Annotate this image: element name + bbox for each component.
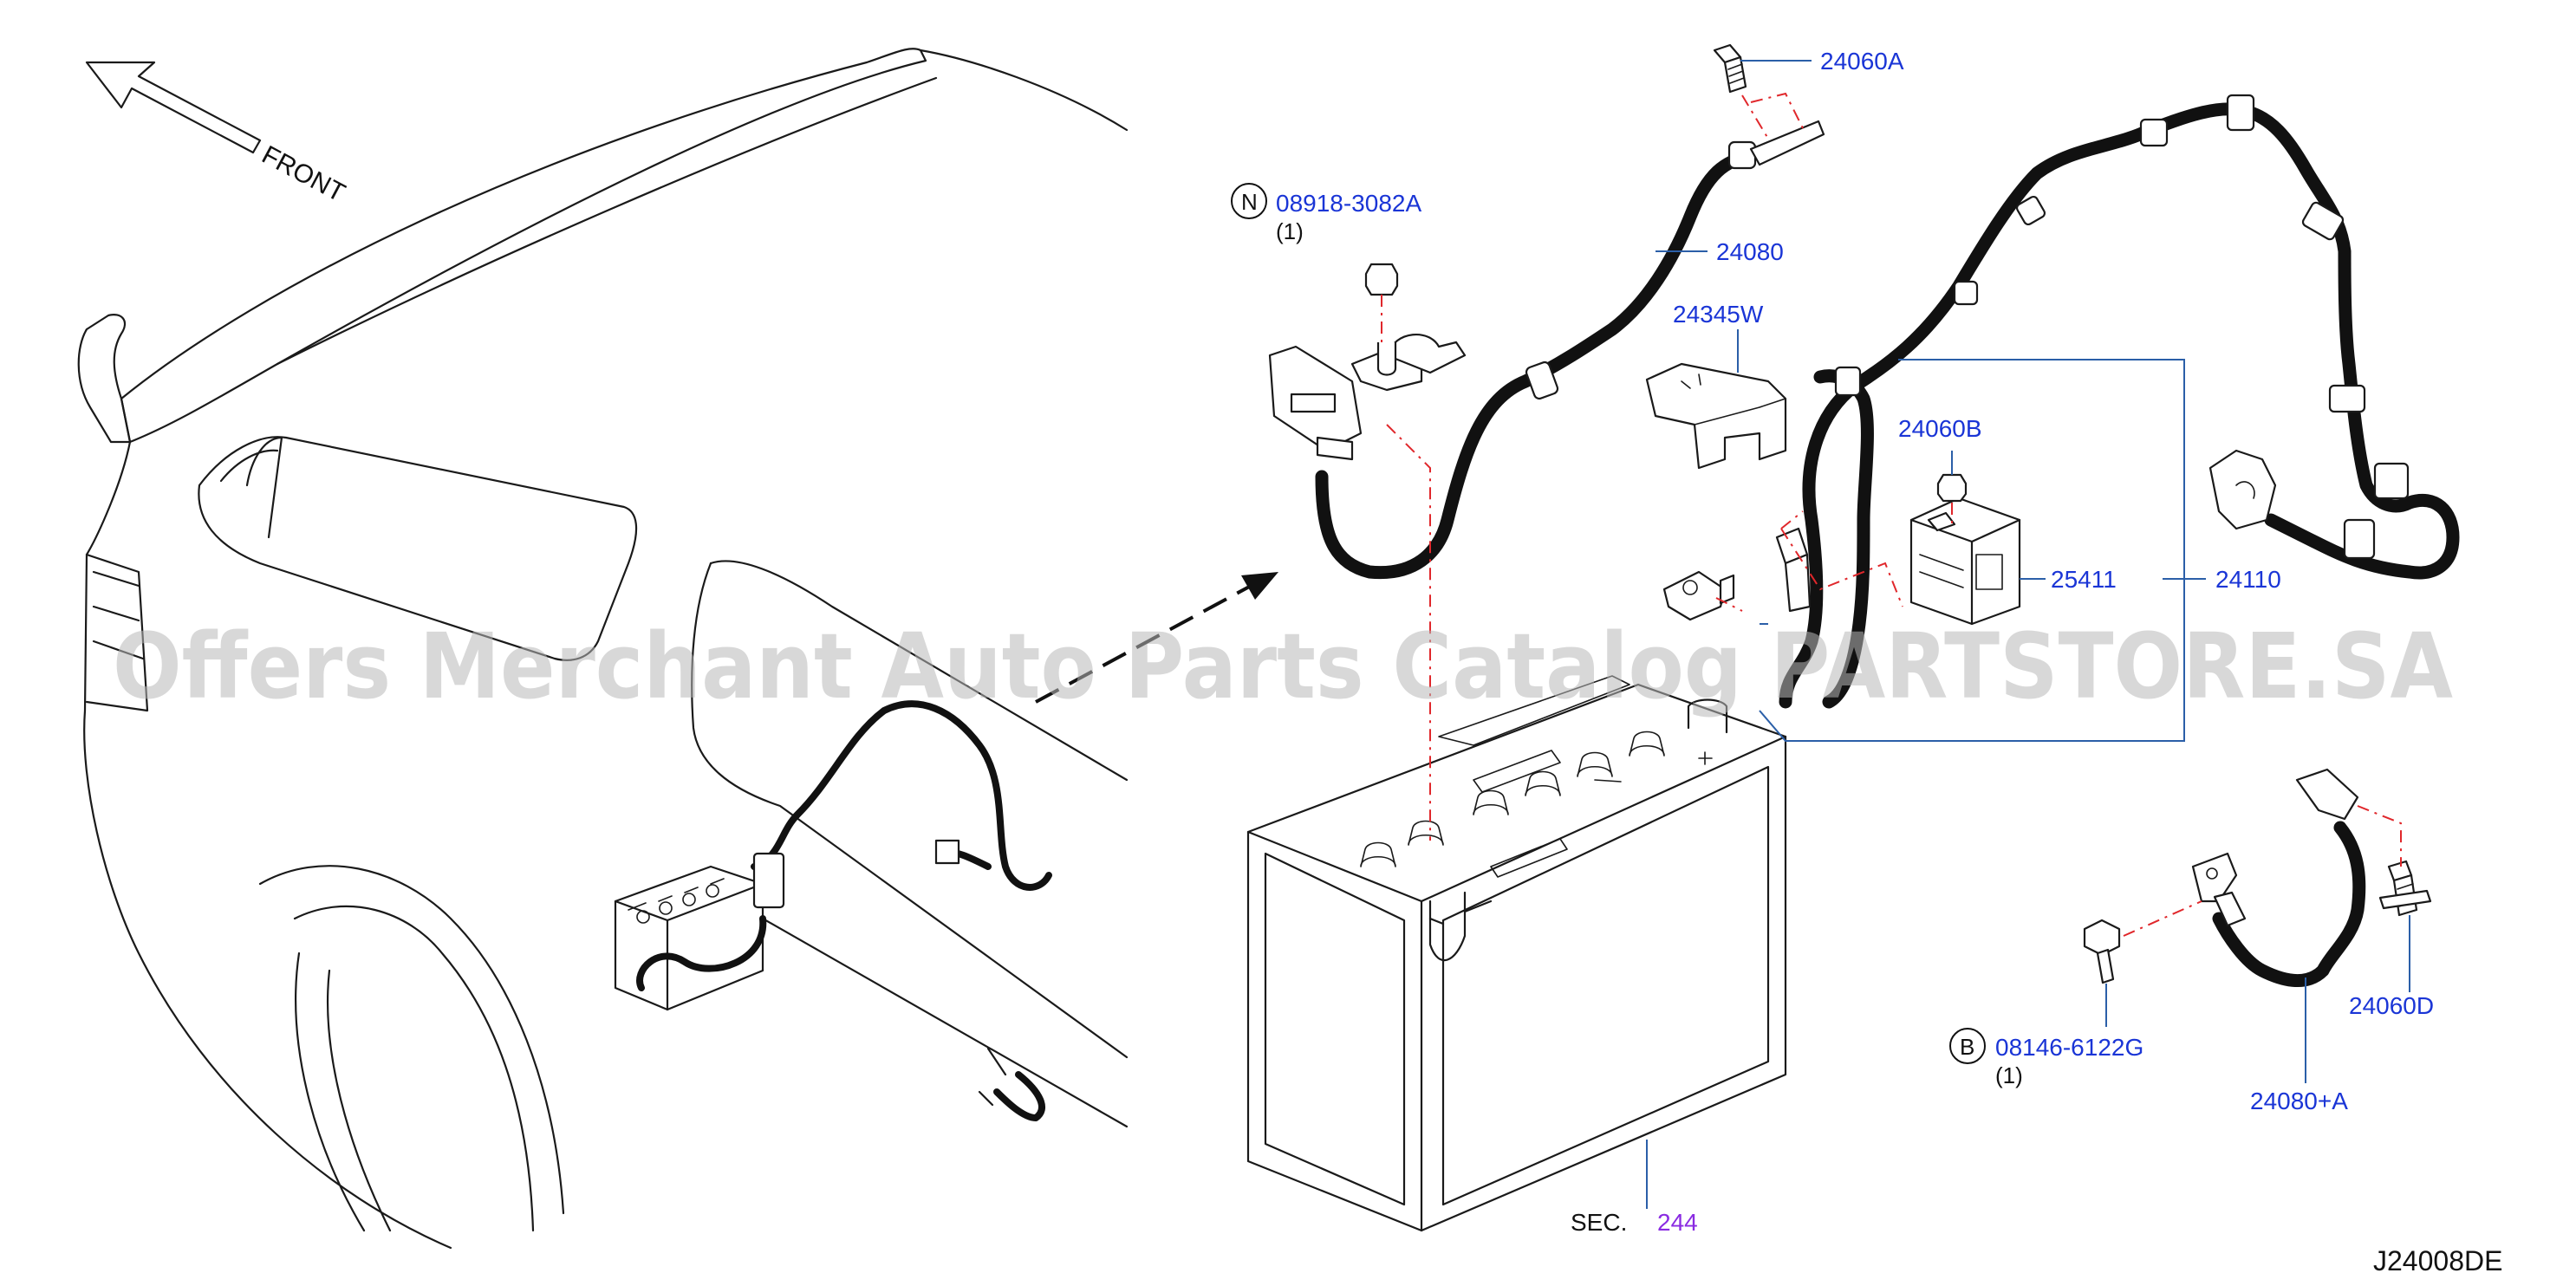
callout-08146-6122g[interactable]: 08146-6122G: [1995, 1034, 2143, 1061]
bolt-08146-6122g: [2083, 919, 2121, 984]
part-24110-cable: [1775, 94, 2460, 709]
vehicle-outline: [77, 48, 1129, 1250]
callout-24060b[interactable]: 24060B: [1898, 415, 1982, 442]
part-24080-cable: [1268, 120, 1825, 580]
part-24345w-cover: [1645, 362, 1787, 470]
bolt-24060a: [1713, 43, 1747, 94]
part-25411-fuse-block: [1909, 497, 2021, 626]
callout-24060a[interactable]: 24060A: [1820, 48, 1904, 75]
reference-marker-n-label: N: [1241, 189, 1258, 215]
diagram-code: J24008DE: [2373, 1245, 2502, 1276]
battery-terminal-clamp: [1662, 570, 1735, 621]
front-label: FRONT: [257, 140, 350, 208]
leader-lines: [1646, 60, 2410, 1209]
reference-marker-b-label: B: [1960, 1034, 1974, 1060]
callout-24080a[interactable]: 24080+A: [2250, 1088, 2348, 1114]
reference-marker-n: [1231, 183, 1267, 219]
callout-25411[interactable]: 25411: [2051, 566, 2117, 593]
watermark-text: Offers Merchant Auto Parts Catalog PARTS…: [113, 614, 2453, 719]
callout-labels: 24060A N 08918-3082A (1) 24080 24345W 24…: [1231, 48, 2502, 1276]
callout-24060d[interactable]: 24060D: [2349, 992, 2434, 1019]
section-ref-number[interactable]: 244: [1657, 1209, 1698, 1236]
detail-pointer-arrow: [1035, 572, 1278, 704]
reference-marker-b: [1949, 1028, 1986, 1064]
battery-illustration: [1246, 675, 1787, 1232]
nut-08918-3082a: [1364, 263, 1399, 296]
callout-08146-6122g-qty: (1): [1995, 1062, 2023, 1088]
callout-24345w[interactable]: 24345W: [1673, 301, 1764, 328]
callout-08918-3082a[interactable]: 08918-3082A: [1276, 190, 1421, 217]
bolt-24060d: [2378, 860, 2432, 917]
nut-24060b: [1936, 473, 1968, 503]
section-ref-prefix: SEC.: [1571, 1209, 1627, 1236]
part-24080a-cable: [2191, 768, 2366, 988]
phantom-lines: [1381, 92, 2402, 937]
callout-08918-3082a-qty: (1): [1276, 218, 1304, 244]
front-direction-arrow: FRONT: [85, 61, 350, 208]
callout-24080[interactable]: 24080: [1716, 238, 1784, 265]
callout-24110[interactable]: 24110: [2215, 566, 2281, 593]
